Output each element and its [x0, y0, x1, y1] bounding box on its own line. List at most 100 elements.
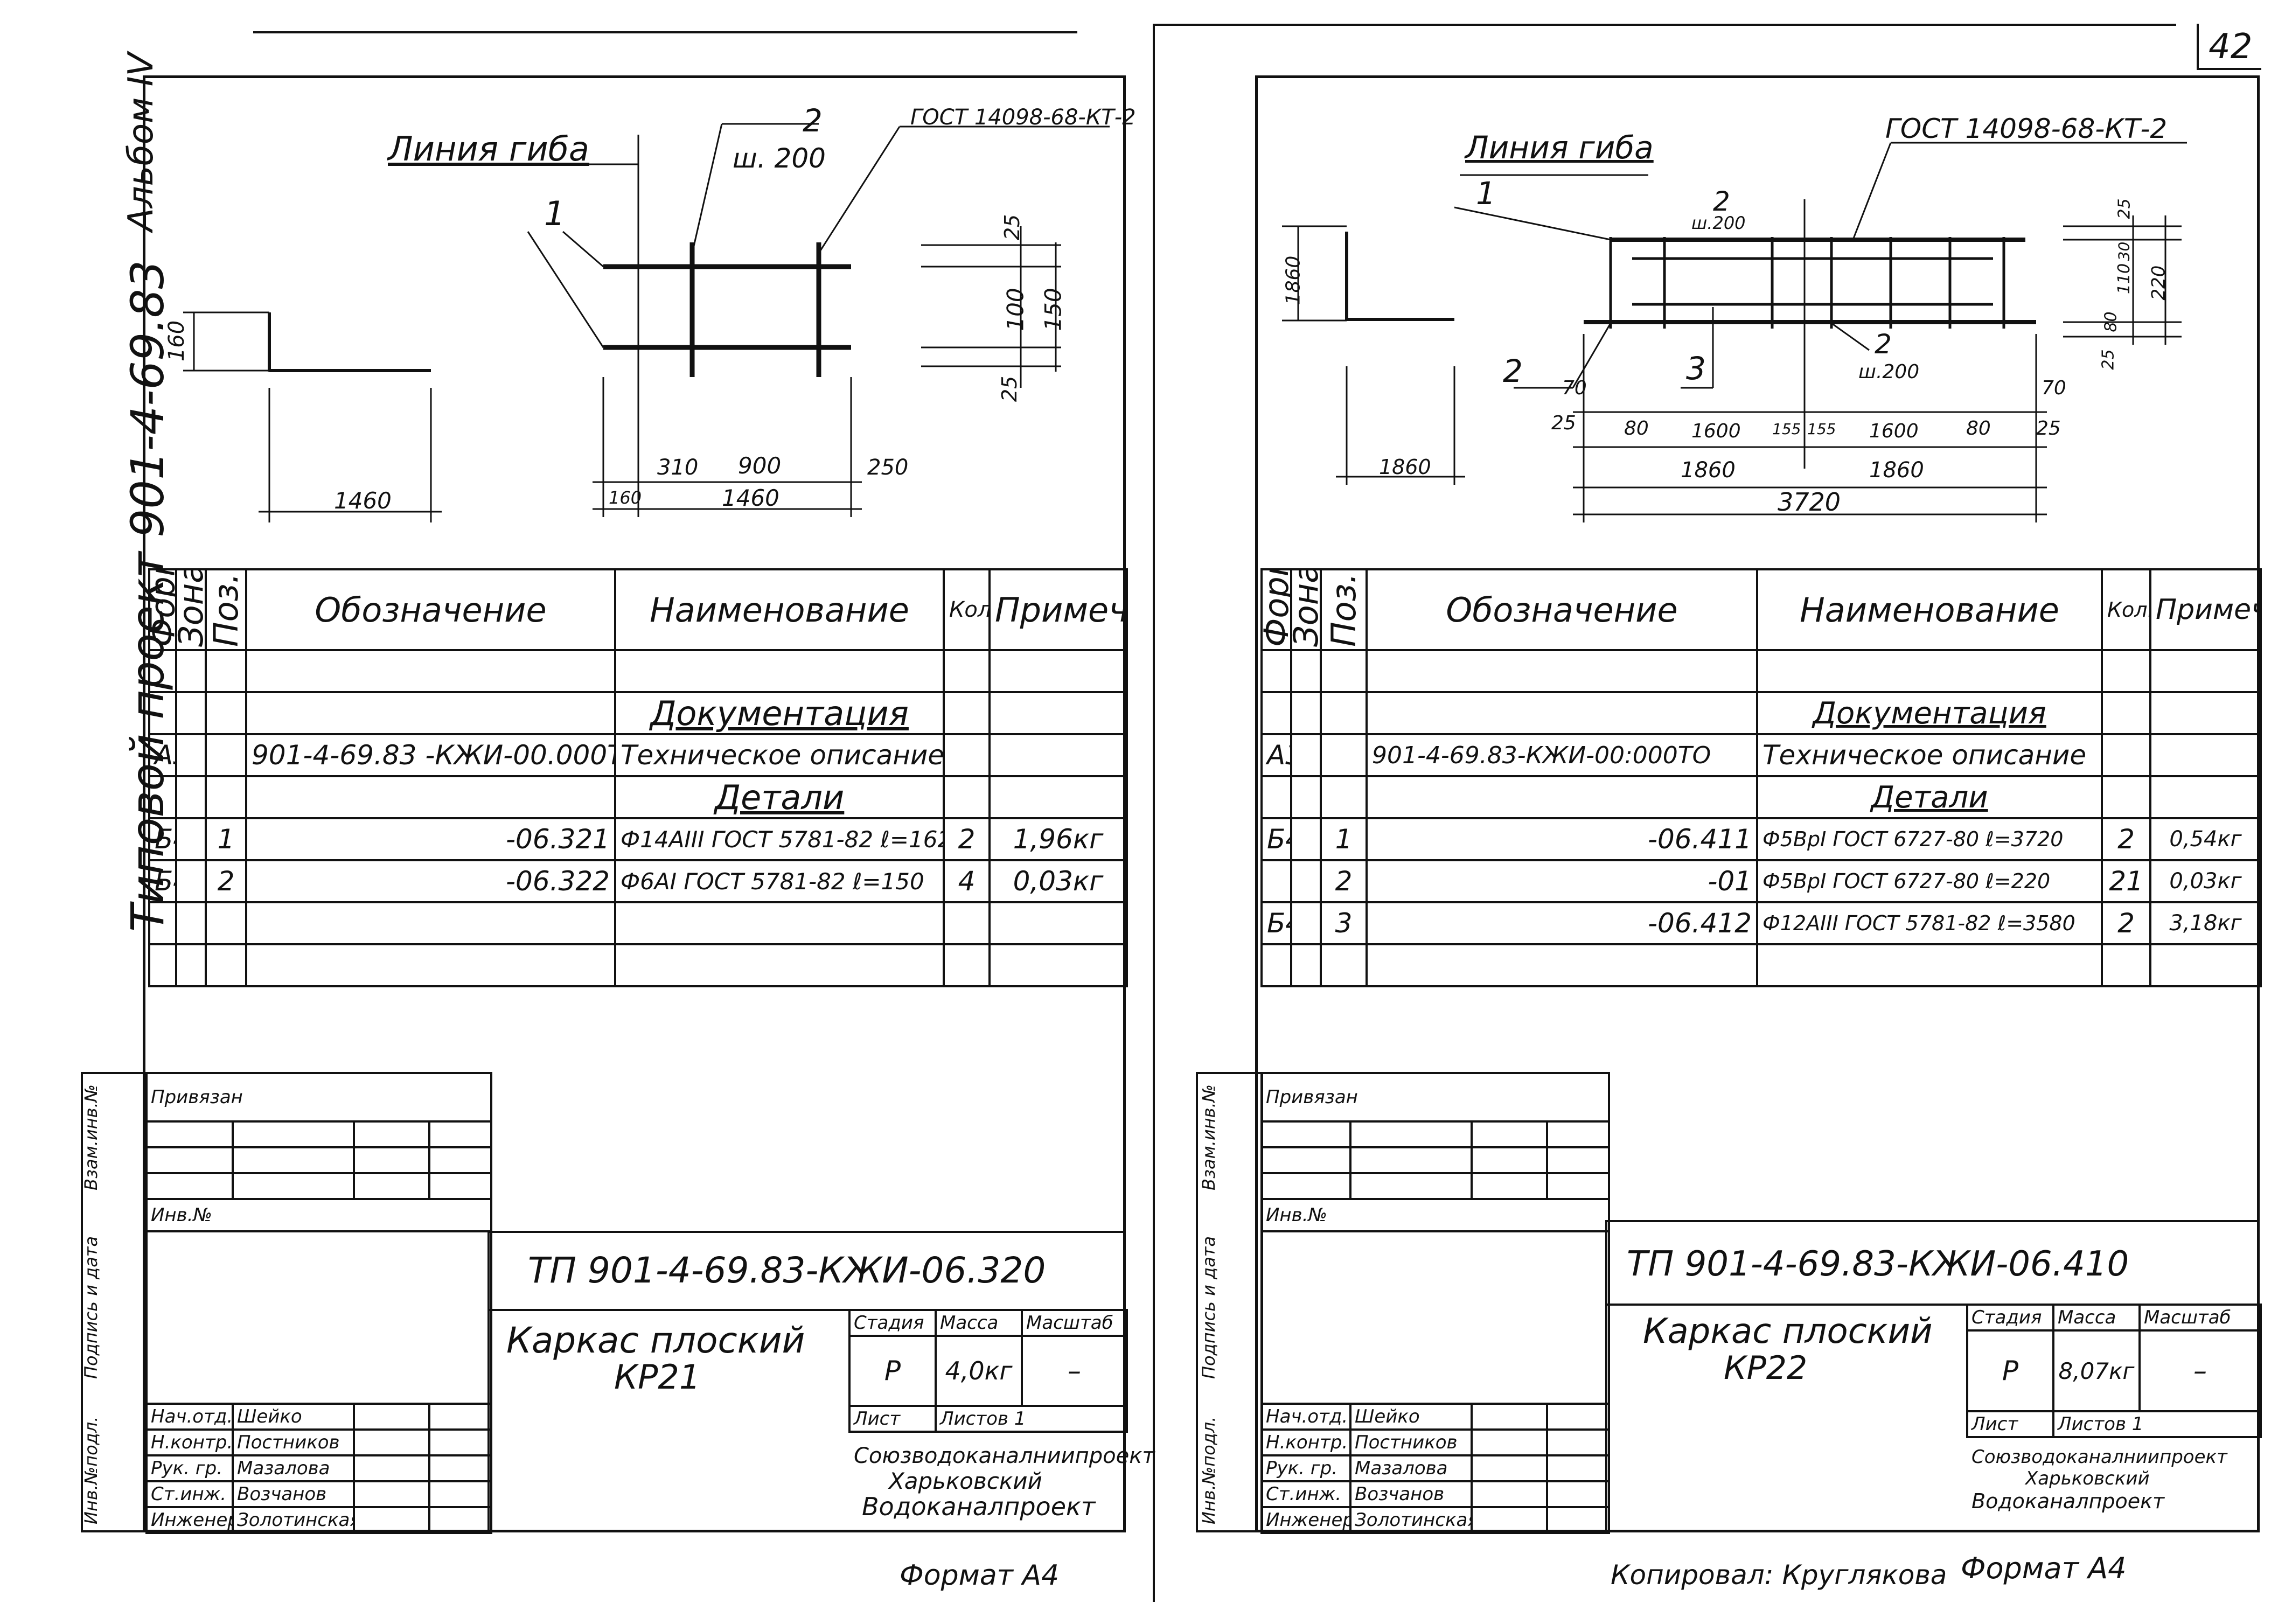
table-row: [148, 649, 1128, 693]
row-pos: 1: [205, 817, 247, 861]
stamp-role: Нач.отд.: [145, 1403, 234, 1431]
row-pos: 2: [1320, 859, 1368, 903]
left-dim-250: 250: [867, 455, 909, 480]
scale-header: Масштаб: [2138, 1304, 2262, 1332]
table-row: Детали: [1260, 775, 2262, 819]
right-spec-table: Формат Зона Поз. Обозначение Наименовани…: [1260, 568, 2262, 987]
row-name: Ф12АIII ГОСТ 5781-82 ℓ=3580: [1756, 901, 2103, 945]
stamp-person: Постников: [1349, 1428, 1473, 1456]
table-row: [1260, 943, 2262, 987]
table-row: Документация: [1260, 691, 2262, 735]
left-pos2-label: 2: [803, 102, 823, 139]
left-top-rule: [253, 31, 1077, 33]
inv-no-label: Инв.№: [1260, 1198, 1611, 1232]
table-row: [148, 943, 1128, 987]
row-note: 0,54кг: [2149, 817, 2262, 861]
left-bend-line-label: Линия гиба: [388, 129, 589, 169]
row-note: 0,03кг: [2149, 859, 2262, 903]
right-dim-3720: 3720: [1778, 487, 1841, 517]
table-row: Б4 2 -06.322 Ф6АI ГОСТ 5781-82 ℓ=150 4 0…: [148, 859, 1128, 903]
row-name: Ф6АI ГОСТ 5781-82 ℓ=150: [614, 859, 945, 903]
right-dim-110: 110: [2115, 263, 2134, 295]
stamp-person: Возчанов: [1349, 1480, 1473, 1508]
row-note: 0,03кг: [988, 859, 1128, 903]
right-pos2a-label: 2: [1713, 186, 1730, 217]
mass-header: Масса: [2052, 1304, 2141, 1332]
right-dim-80v: 80: [2101, 311, 2121, 332]
row-name: Техническое описание: [614, 733, 945, 777]
left-gost-label: ГОСТ 14098-68-КТ-2: [910, 105, 1136, 130]
footer-format-right: Формат А4: [1961, 1551, 2127, 1585]
right-dim-30: 30: [2115, 241, 2133, 261]
row-format: [1260, 859, 1292, 903]
stamp-role: Рук. гр.: [145, 1454, 234, 1482]
right-pos2b-label: 2: [1503, 353, 1523, 389]
scale-value: –: [1021, 1335, 1128, 1407]
right-dim-220: 220: [2148, 265, 2170, 301]
right-dim-1860r: 1860: [1869, 458, 1924, 483]
table-row: [148, 901, 1128, 945]
row-pos: [1320, 733, 1368, 777]
privyazan-label: Привязан: [145, 1072, 493, 1123]
row-format: Б4: [148, 859, 177, 903]
section-parts: Детали: [1756, 775, 2103, 819]
table-row: Б4 1 -06.321 Ф14АIII ГОСТ 5781-82 ℓ=1620…: [148, 817, 1128, 861]
table-row: Документация: [148, 691, 1128, 735]
row-note: [2149, 733, 2262, 777]
stamp-role: Инженер: [1260, 1506, 1351, 1534]
table-row: [1260, 649, 2262, 693]
hdr-format: Формат: [1262, 569, 1291, 650]
row-designation: -06.322: [245, 859, 616, 903]
row-format: А3: [148, 733, 177, 777]
section-docs: Документация: [1756, 691, 2103, 735]
row-name: Ф14АIII ГОСТ 5781-82 ℓ=1620: [614, 817, 945, 861]
row-qty: [943, 733, 991, 777]
stamp-person: Золотинская: [1349, 1506, 1473, 1534]
right-spacing-b: ш.200: [1858, 361, 1920, 383]
left-spacing-label: ш. 200: [733, 143, 826, 174]
row-format: А3: [1260, 733, 1292, 777]
right-dim-25v: 25: [2099, 349, 2118, 370]
right-stamp-rule: [1605, 1304, 2260, 1306]
right-title-1: Каркас плоский: [1643, 1312, 1933, 1351]
right-org-1: Союзводоканалниипроект: [1971, 1446, 2227, 1468]
mass-value: 4,0кг: [935, 1335, 1023, 1407]
stamp-role: Ст.инж.: [1260, 1480, 1351, 1508]
right-dim-80l: 80: [1624, 417, 1649, 440]
row-name: Ф5ВрI ГОСТ 6727-80 ℓ=220: [1756, 859, 2103, 903]
row-qty: [2101, 733, 2151, 777]
hdr-name: Наименование: [614, 568, 945, 651]
row-format: Б4: [148, 817, 177, 861]
table-row: 2 -01 Ф5ВрI ГОСТ 6727-80 ℓ=220 21 0,03кг: [1260, 859, 2262, 903]
stamp-role: Нач.отд.: [1260, 1403, 1351, 1431]
table-row: Б4 3 -06.412 Ф12АIII ГОСТ 5781-82 ℓ=3580…: [1260, 901, 2262, 945]
right-gost-label: ГОСТ 14098-68-КТ-2: [1885, 113, 2168, 144]
row-qty: 21: [2101, 859, 2151, 903]
stamp-role: Н.контр.: [145, 1428, 234, 1456]
right-side-label-3: Инв.№подл.: [1199, 1416, 1219, 1524]
right-pos1-label: 1: [1476, 175, 1496, 212]
stamp-role: Рук. гр.: [1260, 1454, 1351, 1482]
center-fold-line: [1153, 24, 1155, 1602]
row-qty: 2: [2101, 817, 2151, 861]
row-designation: -06.321: [245, 817, 616, 861]
right-side-label-2: Подпись и дата: [1199, 1236, 1219, 1379]
stamp-person: Шейко: [1349, 1403, 1473, 1431]
row-designation: -01: [1366, 859, 1758, 903]
hdr-name: Наименование: [1756, 568, 2103, 651]
right-title-2: КР22: [1724, 1349, 1808, 1387]
row-qty: 4: [943, 859, 991, 903]
page-number: 42: [2209, 27, 2253, 67]
hdr-designation: Обозначение: [1366, 568, 1758, 651]
row-format: Б4: [1260, 901, 1292, 945]
hdr-note: Примеч.: [2149, 568, 2262, 651]
sheet-label: Лист: [1966, 1410, 2054, 1438]
mass-value: 8,07кг: [2052, 1329, 2141, 1412]
right-dim-1600l: 1600: [1691, 420, 1741, 442]
right-dim-1860l: 1860: [1681, 458, 1736, 483]
stage-value: Р: [1966, 1329, 2054, 1412]
left-dim-900: 900: [738, 452, 782, 479]
left-org-3: Водоканалпроект: [862, 1492, 1096, 1521]
